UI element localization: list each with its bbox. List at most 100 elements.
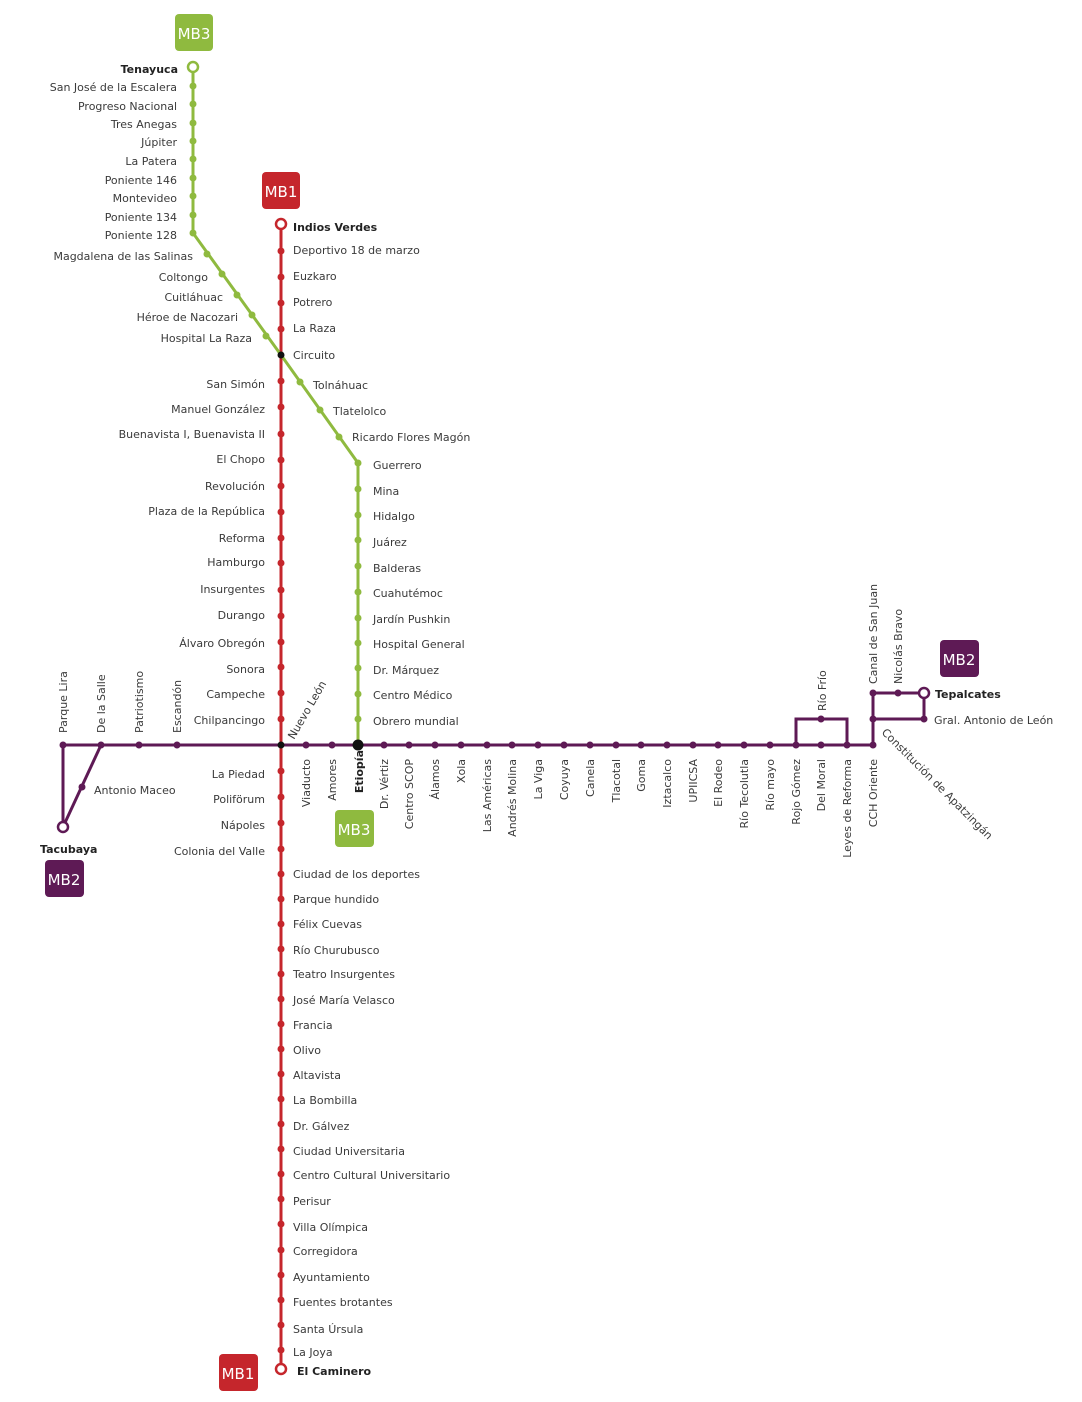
stop-line3-13[interactable] xyxy=(262,332,270,340)
stop-line3-9[interactable] xyxy=(203,250,211,258)
stop-line3-24[interactable] xyxy=(354,639,362,647)
stop-line1-3[interactable] xyxy=(277,325,285,333)
stop-line1-2[interactable] xyxy=(277,299,285,307)
stop-line2-30[interactable] xyxy=(869,715,877,723)
stop-line2-16[interactable] xyxy=(612,741,620,749)
stop-line1-35[interactable] xyxy=(277,1145,285,1153)
stop-line3-5[interactable] xyxy=(189,174,197,182)
stop-line1-23[interactable] xyxy=(277,845,285,853)
stop-line2-4[interactable] xyxy=(173,741,181,749)
stop-line2-9[interactable] xyxy=(431,741,439,749)
stop-line1-19[interactable] xyxy=(277,741,285,749)
stop-line3-18[interactable] xyxy=(354,485,362,493)
stop-line3-25[interactable] xyxy=(354,664,362,672)
stop-line1-8[interactable] xyxy=(277,456,285,464)
stop-line3-10[interactable] xyxy=(218,270,226,278)
stop-line1-22[interactable] xyxy=(277,819,285,827)
stop-line3-14[interactable] xyxy=(296,378,304,386)
stop-line3-7[interactable] xyxy=(189,211,197,219)
stop-line1-34[interactable] xyxy=(277,1120,285,1128)
stop-line1-1[interactable] xyxy=(277,273,285,281)
stop-line2-13[interactable] xyxy=(534,741,542,749)
stop-line2-18[interactable] xyxy=(663,741,671,749)
stop-line2-31[interactable] xyxy=(920,715,928,723)
stop-line1-6[interactable] xyxy=(277,403,285,411)
stop-line1-28[interactable] xyxy=(277,970,285,978)
stop-line2-14[interactable] xyxy=(560,741,568,749)
stop-line1-16[interactable] xyxy=(277,663,285,671)
stop-line1-5[interactable] xyxy=(277,377,285,385)
stop-line3-22[interactable] xyxy=(354,588,362,596)
stop-line3-27[interactable] xyxy=(354,715,362,723)
stop-line1-40[interactable] xyxy=(277,1271,285,1279)
stop-line2-7[interactable] xyxy=(380,741,388,749)
stop-tenayuca[interactable] xyxy=(186,60,200,74)
stop-line2-1[interactable] xyxy=(59,741,67,749)
stop-line2-11[interactable] xyxy=(483,741,491,749)
stop-line3-21[interactable] xyxy=(354,562,362,570)
stop-tepalcates[interactable] xyxy=(917,686,931,700)
stop-line1-25[interactable] xyxy=(277,895,285,903)
stop-el-caminero[interactable] xyxy=(274,1362,288,1376)
stop-line1-39[interactable] xyxy=(277,1246,285,1254)
stop-line1-18[interactable] xyxy=(277,715,285,723)
stop-line1-0[interactable] xyxy=(277,247,285,255)
stop-tacubaya[interactable] xyxy=(56,820,70,834)
stop-line2-6[interactable] xyxy=(328,741,336,749)
stop-line3-8[interactable] xyxy=(189,229,197,237)
stop-line1-12[interactable] xyxy=(277,559,285,567)
stop-line3-11[interactable] xyxy=(233,291,241,299)
stop-line2-29[interactable] xyxy=(894,689,902,697)
stop-line3-3[interactable] xyxy=(189,137,197,145)
stop-line3-0[interactable] xyxy=(189,82,197,90)
stop-line2-20[interactable] xyxy=(714,741,722,749)
stop-line1-20[interactable] xyxy=(277,767,285,775)
stop-line1-24[interactable] xyxy=(277,870,285,878)
stop-line1-27[interactable] xyxy=(277,945,285,953)
stop-line3-26[interactable] xyxy=(354,690,362,698)
stop-line1-41[interactable] xyxy=(277,1296,285,1304)
stop-line3-17[interactable] xyxy=(354,459,362,467)
stop-line3-15[interactable] xyxy=(316,406,324,414)
stop-line1-37[interactable] xyxy=(277,1195,285,1203)
stop-line1-31[interactable] xyxy=(277,1045,285,1053)
stop-line3-23[interactable] xyxy=(354,614,362,622)
stop-line3-4[interactable] xyxy=(189,155,197,163)
stop-line1-38[interactable] xyxy=(277,1220,285,1228)
stop-line3-16[interactable] xyxy=(335,433,343,441)
stop-line3-1[interactable] xyxy=(189,100,197,108)
stop-line1-14[interactable] xyxy=(277,612,285,620)
stop-line3-19[interactable] xyxy=(354,511,362,519)
stop-line2-17[interactable] xyxy=(637,741,645,749)
stop-line2-25[interactable] xyxy=(817,741,825,749)
stop-line2-23[interactable] xyxy=(792,741,800,749)
stop-line1-43[interactable] xyxy=(277,1346,285,1354)
stop-etiopia[interactable] xyxy=(352,739,364,751)
stop-line2-2[interactable] xyxy=(97,741,105,749)
stop-line1-32[interactable] xyxy=(277,1070,285,1078)
stop-line2-21[interactable] xyxy=(740,741,748,749)
stop-line2-8[interactable] xyxy=(405,741,413,749)
stop-line1-15[interactable] xyxy=(277,638,285,646)
stop-line2-10[interactable] xyxy=(457,741,465,749)
stop-line1-9[interactable] xyxy=(277,482,285,490)
stop-line2-22[interactable] xyxy=(766,741,774,749)
stop-line1-30[interactable] xyxy=(277,1020,285,1028)
stop-line1-33[interactable] xyxy=(277,1095,285,1103)
stop-line2-27[interactable] xyxy=(869,741,877,749)
stop-line1-13[interactable] xyxy=(277,586,285,594)
stop-line1-29[interactable] xyxy=(277,995,285,1003)
stop-line2-0[interactable] xyxy=(78,783,86,791)
stop-line3-6[interactable] xyxy=(189,192,197,200)
stop-line3-2[interactable] xyxy=(189,119,197,127)
stop-line2-28[interactable] xyxy=(869,689,877,697)
stop-line3-12[interactable] xyxy=(248,311,256,319)
stop-line1-42[interactable] xyxy=(277,1321,285,1329)
stop-line1-7[interactable] xyxy=(277,430,285,438)
stop-line1-11[interactable] xyxy=(277,534,285,542)
stop-line2-3[interactable] xyxy=(135,741,143,749)
stop-line2-12[interactable] xyxy=(508,741,516,749)
stop-line1-26[interactable] xyxy=(277,920,285,928)
stop-line2-24[interactable] xyxy=(817,715,825,723)
stop-line1-17[interactable] xyxy=(277,689,285,697)
